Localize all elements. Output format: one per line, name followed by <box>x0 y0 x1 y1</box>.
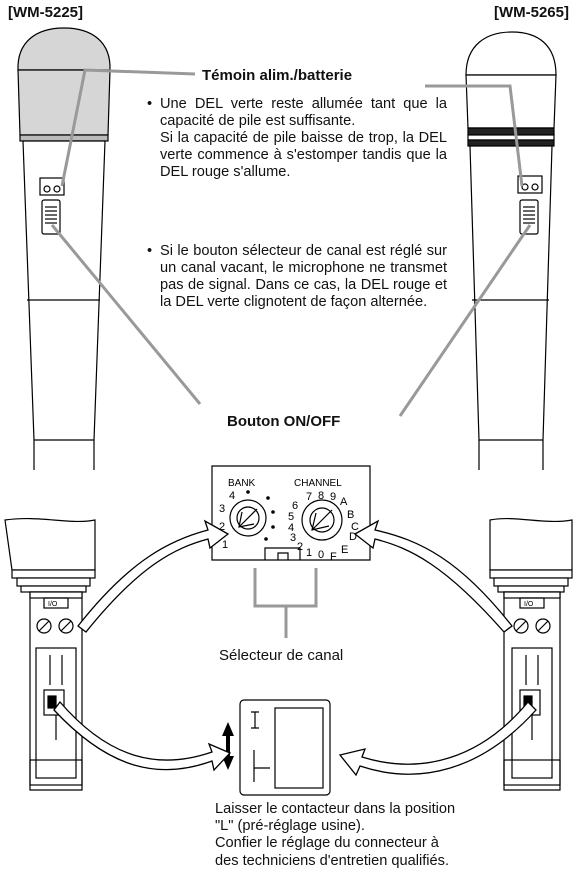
jumper-note-line-4: des techniciens d'entretien qualifiés. <box>215 852 449 869</box>
microphone-right <box>465 31 557 470</box>
svg-text:4: 4 <box>229 490 235 502</box>
mic-body-bottom-right <box>489 517 573 791</box>
selector-labels: BANK CHANNEL 1 2 3 4 0 1 2 3 4 5 6 7 8 9… <box>219 478 359 563</box>
curved-arrows <box>53 519 537 777</box>
svg-text:7: 7 <box>306 491 312 503</box>
indicator-bullet-1: • Une DEL verte reste allumée tant que l… <box>147 96 447 180</box>
microphone-left <box>17 27 111 470</box>
svg-text:E: E <box>341 544 348 556</box>
svg-text:0: 0 <box>318 549 324 561</box>
model-label-right: [WM-5265] <box>493 4 569 21</box>
svg-text:8: 8 <box>318 490 324 502</box>
jumper-labels: H <box>0 0 8 3</box>
svg-text:F: F <box>330 551 337 563</box>
jumper-note-line-3: Confier le réglage du connecteur à <box>215 835 439 852</box>
jumper-note-line-1: Laisser le contacteur dans la position <box>215 801 456 817</box>
svg-text:2: 2 <box>219 521 225 533</box>
callout-lines <box>50 68 532 417</box>
svg-text:9: 9 <box>330 491 336 503</box>
mic-panel-labels: I/O I/O <box>48 601 534 608</box>
svg-text:BANK: BANK <box>228 478 256 489</box>
svg-text:A: A <box>340 496 348 508</box>
svg-text:I/O: I/O <box>524 601 534 608</box>
jumper-closeup <box>239 699 331 796</box>
svg-text:3: 3 <box>219 503 225 515</box>
mic-body-bottom-left <box>4 517 96 791</box>
channel-selector-caption: Sélecteur de canal <box>219 647 344 664</box>
selector-bracket <box>253 568 318 638</box>
svg-text:1: 1 <box>222 539 228 551</box>
switch-position-arrow <box>222 722 234 770</box>
svg-text:4: 4 <box>288 522 294 534</box>
svg-text:D: D <box>349 531 357 543</box>
svg-text:C: C <box>351 521 359 533</box>
indicator-bullet-2-text: Si le bouton sélecteur de canal est régl… <box>160 243 447 310</box>
svg-text:1: 1 <box>306 547 312 559</box>
jumper-L-label: L <box>252 752 259 767</box>
power-switch-label: Bouton ON/OFF <box>227 413 341 430</box>
svg-text:2: 2 <box>297 541 303 553</box>
indicator-bullet-1-line-b: Si la capacité de pile baisse de trop, l… <box>160 130 447 180</box>
svg-text:6: 6 <box>292 500 298 512</box>
jumper-H-label: H <box>250 712 259 727</box>
svg-text:CHANNEL: CHANNEL <box>294 478 342 489</box>
indicator-heading: Témoin alim./batterie <box>202 67 353 84</box>
jumper-note-line-2: "L" (pré-réglage usine). <box>215 818 365 835</box>
jumper-note: Laisser le contacteur dans la position "… <box>215 801 555 870</box>
svg-text:5: 5 <box>288 511 294 523</box>
svg-text:I/O: I/O <box>48 601 58 608</box>
indicator-bullet-1-line-a: Une DEL verte reste allumée tant que la … <box>160 96 447 129</box>
svg-text:B: B <box>347 509 354 521</box>
indicator-bullet-2: • Si le bouton sélecteur de canal est ré… <box>147 243 447 310</box>
model-label-left: [WM-5225] <box>8 4 84 21</box>
svg-text:3: 3 <box>290 532 296 544</box>
